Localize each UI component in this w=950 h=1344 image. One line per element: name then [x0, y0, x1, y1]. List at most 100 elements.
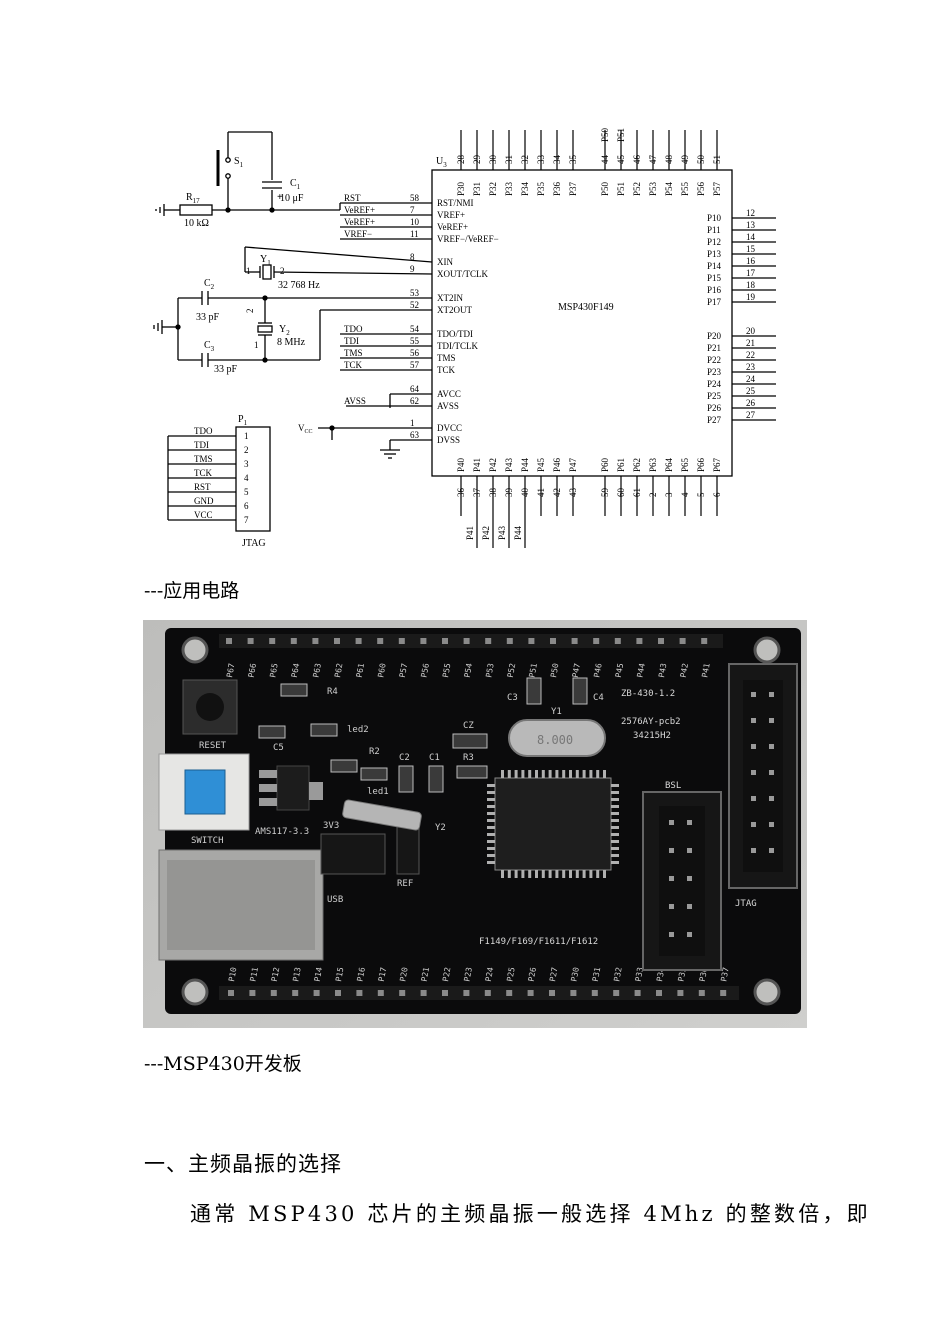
header-pin	[226, 638, 232, 644]
mount-hole	[753, 978, 781, 1006]
bottom-header-label: P21	[420, 966, 431, 982]
bottom-header-label: P26	[527, 966, 538, 982]
idc-pin	[687, 932, 692, 937]
top-header-label: P57	[398, 662, 409, 678]
left-net-label: VeREF+	[344, 217, 375, 227]
bottom-pin-number: 59	[600, 488, 610, 498]
mcu-lead	[555, 770, 559, 778]
r17-value: 10 kΩ	[184, 218, 209, 229]
mcu-lead	[575, 870, 579, 878]
header-pin	[420, 990, 427, 996]
jtag-ref-label: P1	[238, 414, 248, 427]
left-net-label: TMS	[344, 348, 363, 358]
mcu-lead	[528, 870, 532, 878]
header-pin	[506, 990, 513, 996]
r2-label: R2	[369, 747, 380, 757]
top-ext-label: P51	[616, 128, 626, 142]
right-pin-name: P27	[707, 415, 722, 425]
crystal-marking: 8.000	[537, 733, 573, 747]
top-header-label: P43	[657, 662, 668, 678]
y1-pin2: 2	[280, 266, 285, 276]
y2-label: Y2	[279, 324, 290, 337]
vcc-label: VCC	[298, 423, 313, 435]
left-pin-number: 7	[410, 205, 415, 215]
header-pin	[334, 638, 340, 644]
top-pin-number: 33	[536, 155, 546, 165]
mcu-lead	[611, 847, 619, 850]
mcu-lead	[548, 870, 552, 878]
right-pin-number: 17	[746, 268, 756, 278]
mcu-lead	[487, 798, 495, 801]
bottom-pin-number: 41	[536, 488, 546, 497]
header-pin	[550, 638, 556, 644]
mcu-lead	[535, 770, 538, 778]
bottom-header-label: P20	[398, 966, 409, 982]
top-header-label: P62	[333, 662, 344, 678]
left-pin-name: XT2IN	[437, 293, 463, 303]
mcu-lead	[611, 805, 619, 808]
top-header-label: P54	[463, 662, 474, 678]
jtag-net-label: TDI	[194, 440, 209, 450]
left-pin-number: 52	[410, 300, 419, 310]
bottom-header-label: P22	[441, 966, 452, 982]
mcu-lead	[582, 870, 586, 878]
mcu-lead	[501, 770, 504, 778]
top-pin-name: P37	[568, 181, 578, 196]
top-pin-name: P36	[552, 181, 562, 196]
smd-cz	[452, 733, 488, 749]
mcu-lead	[521, 870, 525, 878]
cz-label: CZ	[463, 721, 474, 731]
right-pin-name: P16	[707, 285, 722, 295]
bottom-pin-name: P61	[616, 458, 626, 472]
bottom-pin-number: 38	[488, 488, 498, 498]
top-pin-number: 31	[504, 155, 514, 164]
bottom-header-label: P33	[634, 966, 645, 982]
bottom-pin-name: P42	[488, 458, 498, 472]
header-pin	[249, 990, 256, 996]
left-pin-number: 8	[410, 252, 415, 262]
idc-pin	[669, 820, 674, 825]
idc-pin	[769, 718, 774, 723]
top-pin-number: 35	[568, 155, 578, 165]
smd-c4	[572, 677, 588, 705]
header-pin	[356, 990, 363, 996]
y1-label: Y1	[260, 254, 271, 267]
led1-label: led1	[367, 787, 389, 797]
mcu-lead	[611, 826, 619, 829]
right-pin-name: P10	[707, 213, 722, 223]
top-pin-name: P35	[536, 181, 546, 196]
right-pin-name: P17	[707, 297, 722, 307]
bottom-pin-name: P66	[696, 457, 706, 472]
c1-value: 10 μF	[280, 193, 304, 204]
header-pin	[701, 638, 708, 644]
mcu-lead	[575, 770, 579, 778]
header-pin	[377, 638, 384, 644]
header-pin	[420, 638, 427, 644]
mcu-leads	[487, 770, 619, 878]
mcu-lead	[487, 840, 495, 843]
bottom-pin-number: 37	[472, 488, 482, 498]
top-pin-number: 28	[456, 155, 466, 165]
header-pin	[593, 638, 600, 644]
bottom-pin-number: 2	[648, 493, 658, 498]
header-pin	[270, 990, 277, 996]
left-pin-name: DVSS	[437, 435, 460, 445]
top-header-label: P66	[247, 662, 258, 678]
c1-label: C1	[429, 753, 440, 763]
bottom-pin-name: P62	[632, 458, 642, 472]
left-pin-number: 63	[410, 430, 420, 440]
header-pin	[312, 638, 319, 644]
left-pin-name: DVCC	[437, 423, 462, 433]
right-pin-name: P11	[707, 225, 721, 235]
header-pin	[463, 638, 470, 644]
top-header-label: P65	[268, 662, 279, 678]
header-pin	[269, 638, 276, 644]
top-header-label: P42	[679, 662, 690, 678]
mcu-lead	[555, 870, 559, 878]
right-pin-name: P23	[707, 367, 722, 377]
header-pin	[377, 990, 384, 996]
right-pin-number: 14	[746, 232, 756, 242]
mcu-lead	[535, 870, 538, 878]
